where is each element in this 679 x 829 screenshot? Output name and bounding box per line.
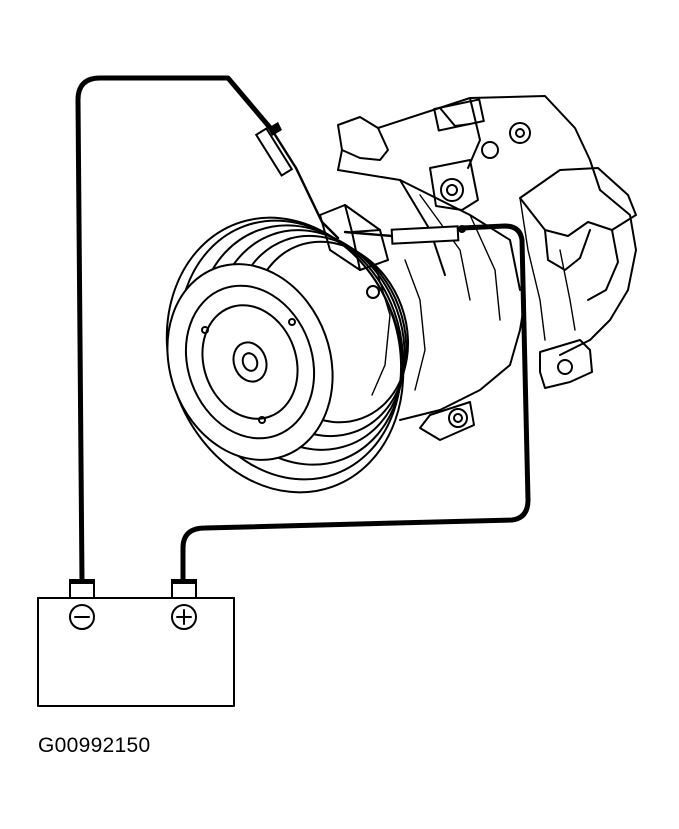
battery-case bbox=[37, 597, 235, 707]
figure-id-label: G00992150 bbox=[38, 734, 151, 757]
battery bbox=[37, 579, 235, 707]
compressor-body bbox=[319, 95, 637, 441]
positive-symbol bbox=[171, 604, 197, 630]
negative-symbol bbox=[69, 604, 95, 630]
clutch-pulley bbox=[165, 216, 410, 494]
negative-lead-wire bbox=[75, 75, 340, 585]
positive-lead-wire bbox=[180, 223, 531, 588]
